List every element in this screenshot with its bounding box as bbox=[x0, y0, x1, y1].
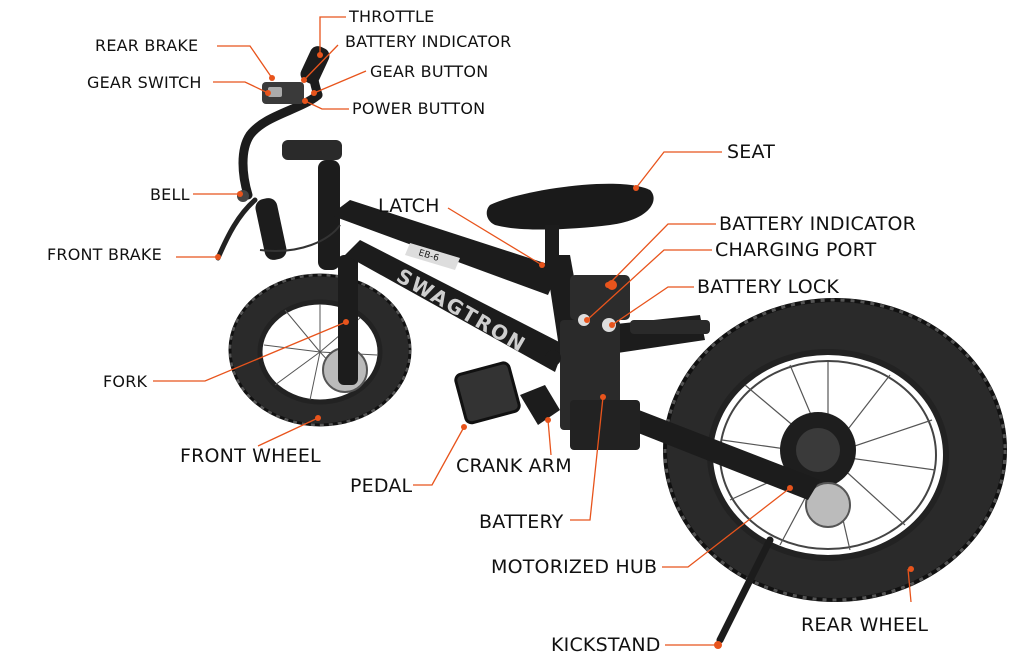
model-badge: EB-6 bbox=[405, 243, 460, 270]
label-fork: FORK bbox=[103, 372, 148, 391]
rear-wheel-drawing bbox=[663, 298, 1007, 602]
label-front-wheel: FRONT WHEEL bbox=[180, 445, 321, 467]
frame-drawing bbox=[330, 200, 820, 500]
label-charging-port: CHARGING PORT bbox=[715, 239, 877, 261]
label-bell: BELL bbox=[150, 185, 190, 204]
seat-drawing bbox=[486, 183, 654, 270]
label-gear-switch: GEAR SWITCH bbox=[87, 73, 202, 92]
label-pedal: PEDAL bbox=[350, 475, 413, 497]
handlebar-drawing bbox=[215, 46, 341, 261]
label-seat: SEAT bbox=[727, 141, 775, 163]
label-battery-indicator-handlebar: BATTERY INDICATOR bbox=[345, 32, 512, 51]
leader-lines bbox=[153, 16, 912, 646]
label-rear-brake: REAR BRAKE bbox=[95, 36, 199, 55]
label-motorized-hub: MOTORIZED HUB bbox=[491, 556, 658, 578]
label-battery-lock: BATTERY LOCK bbox=[697, 276, 840, 298]
pedal-drawing bbox=[454, 350, 561, 425]
label-kickstand: KICKSTAND bbox=[551, 634, 661, 656]
label-gear-button: GEAR BUTTON bbox=[370, 62, 489, 81]
label-front-brake: FRONT BRAKE bbox=[47, 245, 162, 264]
label-battery: BATTERY bbox=[479, 511, 564, 533]
label-crank-arm: CRANK ARM bbox=[456, 455, 572, 477]
label-latch: LATCH bbox=[378, 195, 440, 217]
label-battery-indicator-frame: BATTERY INDICATOR bbox=[719, 213, 917, 235]
front-wheel-drawing bbox=[228, 273, 412, 427]
label-throttle: THROTTLE bbox=[349, 7, 435, 26]
label-power-button: POWER BUTTON bbox=[352, 99, 486, 118]
leader-dots bbox=[215, 52, 914, 572]
label-rear-wheel: REAR WHEEL bbox=[801, 614, 929, 636]
